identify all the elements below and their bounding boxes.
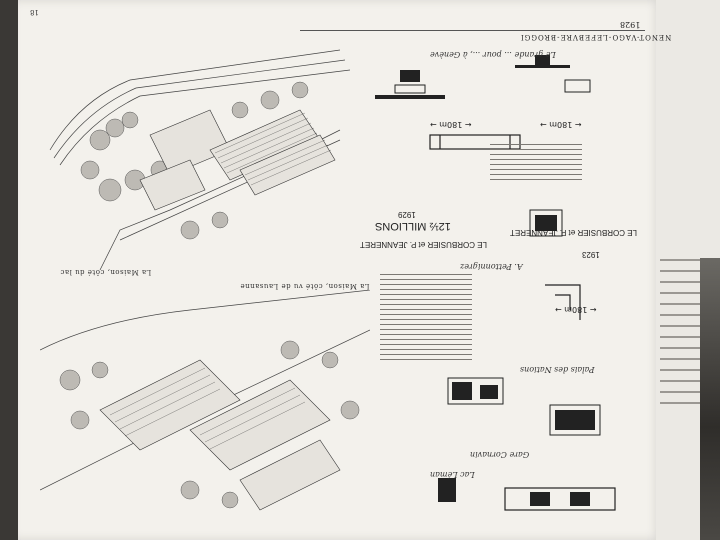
header-authors: NENOT-VAGO-LEFEBVRE-BROGGI [520,33,672,41]
caption-middle: La Maison, côté du lac [60,268,152,276]
dimension-label-3: ← 180m → [555,305,597,314]
adjacent-page-text [660,250,700,450]
cost-label: 12½ MILLIONS [375,220,451,232]
aerial-plan-top [49,49,351,270]
header-year: 1928 [620,20,641,29]
architects-1923: LE CORBUSIER et P. JEANNERET [510,228,637,237]
dimension-label-1: ← 180m → [430,120,472,129]
sketch-plan-9 [504,487,616,511]
architects-1929: LE CORBUSIER et P. JEANNERET [360,240,487,249]
adjacent-page-photo [700,258,720,540]
handwriting-4: Palais des Nations [520,365,595,374]
sketch-plan-2 [515,55,591,93]
sketch-plan-3 [429,134,521,150]
caption-bottom-plan: La Maison, côté vu de Lausanne [240,282,370,290]
body-text-1 [490,140,582,184]
sketch-plan-1 [375,70,445,99]
handwriting-2: Gare Cornavin [470,450,530,459]
year-1923: 1923 [582,250,600,259]
note-top: Le grande ... pour ..., à Genève [430,50,556,59]
aerial-plan-bottom [40,290,370,511]
page-number: 18 [30,8,39,16]
sketch-plan-8 [438,478,456,502]
body-text-2 [380,270,472,334]
sketch-plan-6 [447,377,504,405]
sketch-plan-5 [545,284,581,320]
body-text-3 [380,330,472,364]
header-rule [300,30,645,31]
dimension-label-2: ← 180m → [540,120,582,129]
sketch-plan-4 [529,209,563,237]
sketch-plan-7 [549,404,601,436]
year-1929: 1929 [398,210,416,219]
handwriting-3: Lac Léman [430,470,475,479]
book-page-left [18,0,662,540]
